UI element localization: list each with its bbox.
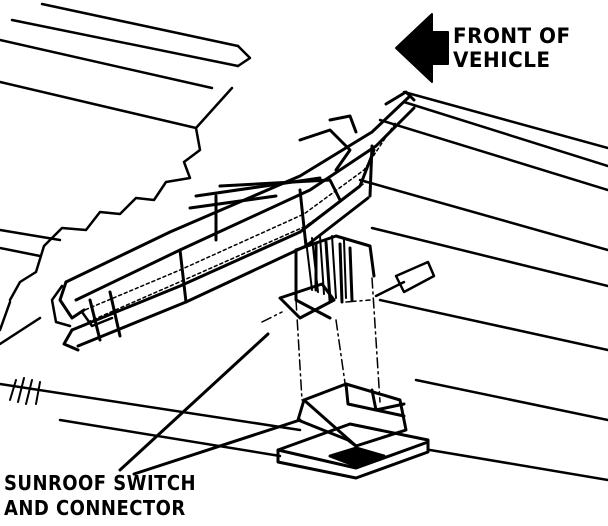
sunroof-switch-label-line2: AND CONNECTOR (4, 496, 186, 520)
console-end-bracket (50, 284, 114, 328)
console-detail (79, 121, 397, 323)
screwdriver-tool (374, 260, 436, 298)
front-arrow-icon (395, 13, 449, 83)
hatch-marks (9, 377, 41, 405)
switch-housing (278, 234, 376, 320)
headliner-lines (0, 228, 62, 346)
roof-right-lines (0, 90, 608, 482)
sunroof-switch-assembly (276, 382, 430, 480)
connector-wires (305, 235, 347, 299)
front-of-vehicle-label-line2: VEHICLE (453, 48, 551, 72)
sunroof-switch-label-line1: SUNROOF SWITCH (4, 471, 197, 495)
front-of-vehicle-label-line1: FRONT OF (453, 24, 571, 48)
headliner-torn-edge (8, 126, 202, 302)
roof-panel (0, 2, 252, 130)
alignment-lines (261, 277, 381, 403)
leader-lines (118, 332, 302, 476)
